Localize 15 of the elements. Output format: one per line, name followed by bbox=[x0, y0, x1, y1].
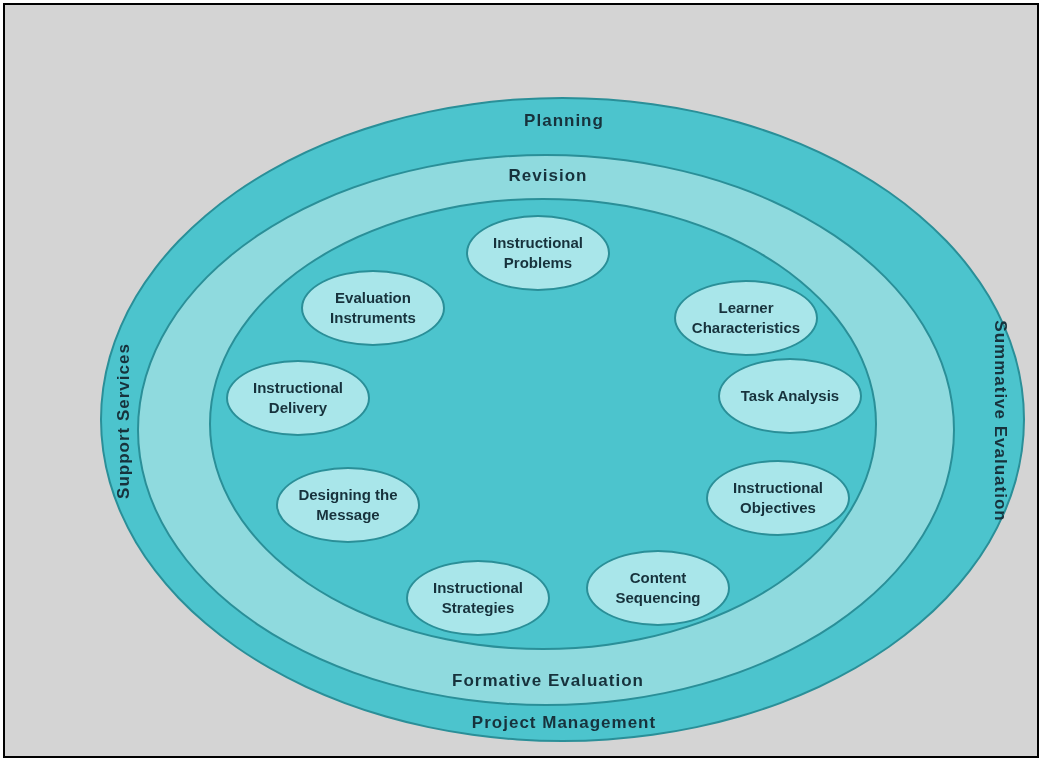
topic-oval: Instructional Problems bbox=[466, 215, 610, 291]
ring-label: Summative Evaluation bbox=[990, 320, 1010, 522]
topic-oval: Task Analysis bbox=[718, 358, 862, 434]
topic-oval: Learner Characteristics bbox=[674, 280, 818, 356]
topic-oval: Evaluation Instruments bbox=[301, 270, 445, 346]
topic-oval: Content Sequencing bbox=[586, 550, 730, 626]
topic-oval: Instructional Strategies bbox=[406, 560, 550, 636]
ring-label: Revision bbox=[508, 166, 588, 186]
topic-oval: Designing the Message bbox=[276, 467, 420, 543]
ring-label: Formative Evaluation bbox=[452, 671, 644, 691]
ring-label: Support Services bbox=[114, 343, 134, 499]
ring-label: Planning bbox=[524, 111, 604, 131]
topic-oval: Instructional Delivery bbox=[226, 360, 370, 436]
topic-oval: Instructional Objectives bbox=[706, 460, 850, 536]
ring-label: Project Management bbox=[471, 713, 657, 733]
